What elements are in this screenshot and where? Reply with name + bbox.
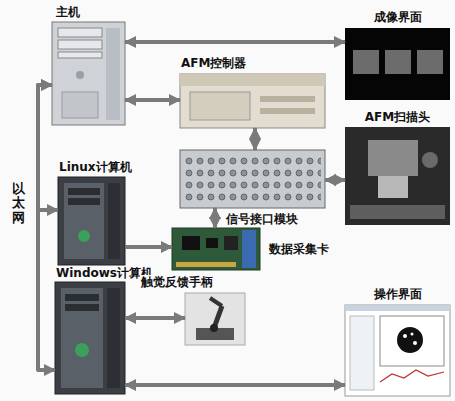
data-link-arrow <box>213 208 217 228</box>
device-label: 操作界面 <box>373 287 423 301</box>
device-node: 数据采集卡 <box>172 228 260 270</box>
data-link-arrow <box>125 98 180 102</box>
device-node: 触觉反馈手柄 <box>185 293 245 345</box>
afm-scanhead-photo <box>345 127 450 225</box>
device-node: 主机 <box>52 22 125 125</box>
data-link-arrow <box>125 245 172 249</box>
data-link-arrow <box>38 85 55 370</box>
device-node: 操作界面 <box>345 305 450 396</box>
device-label: 触觉反馈手柄 <box>140 275 214 289</box>
operation-screen <box>345 305 450 396</box>
device-label: AFM控制器 <box>180 56 247 70</box>
windows-tower <box>55 282 125 394</box>
network-label: 以太网 <box>12 182 25 225</box>
device-label: AFM扫描头 <box>364 110 431 124</box>
device-node: Windows计算机 <box>55 282 125 394</box>
linux-tower <box>58 177 125 265</box>
data-link-arrow <box>253 128 257 150</box>
device-node: AFM控制器 <box>180 74 325 128</box>
device-label: Linux计算机 <box>58 160 133 174</box>
device-label: 信号接口模块 <box>225 212 299 226</box>
device-node: 信号接口模块 <box>180 150 325 208</box>
data-link-arrow <box>125 383 345 387</box>
signal-interface-photo <box>180 150 325 208</box>
device-node: Linux计算机 <box>58 177 125 265</box>
data-link-arrow <box>325 178 345 182</box>
device-node: 成像界面 <box>345 28 450 100</box>
device-label: 主机 <box>55 5 81 19</box>
data-link-arrow <box>38 85 58 210</box>
host-tower <box>52 22 125 125</box>
device-label: 成像界面 <box>373 10 423 24</box>
afm-controller-photo <box>180 74 325 128</box>
daq-card-photo <box>172 228 260 270</box>
data-link-arrow <box>125 316 185 320</box>
data-link-arrow <box>125 40 345 44</box>
device-label: 数据采集卡 <box>268 242 330 256</box>
haptic-handle-photo <box>185 293 245 345</box>
imaging-screen <box>345 28 450 100</box>
device-node: AFM扫描头 <box>345 127 450 225</box>
